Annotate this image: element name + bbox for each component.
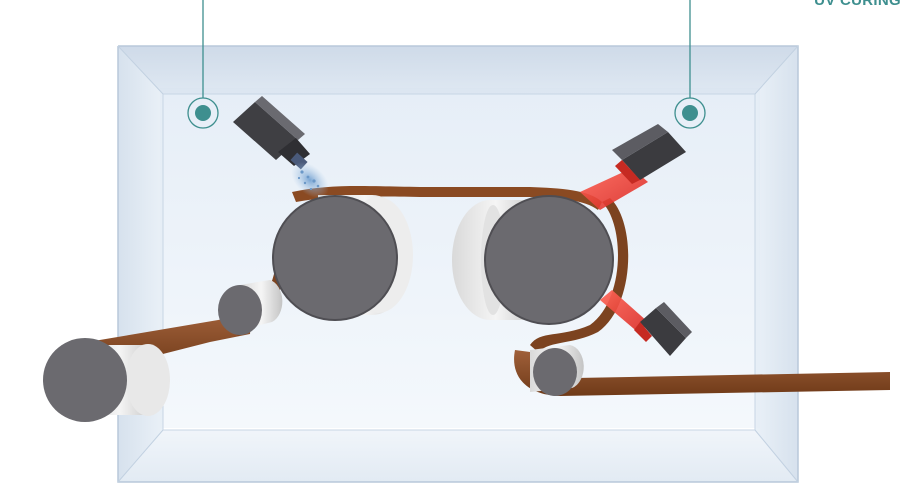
roller-face — [272, 195, 398, 321]
uv-lamp-body — [622, 132, 686, 180]
uv-beam-lower — [600, 290, 648, 334]
roller-feed — [43, 338, 170, 422]
chamber-floor — [118, 430, 798, 482]
web-top-span — [292, 186, 602, 210]
callout-left — [187, 0, 219, 129]
spray-nozzle-unit — [233, 96, 329, 199]
uv-curing-label: UV CURING — [814, 0, 901, 9]
chamber-left-wall — [118, 46, 163, 482]
roller-face — [533, 348, 577, 396]
circle-marker-icon — [674, 97, 706, 129]
roller-main-left — [272, 195, 413, 321]
roller-main-right — [452, 195, 614, 325]
chamber-right-wall — [755, 46, 798, 482]
circle-marker-dot — [195, 105, 211, 121]
web-exit-strip — [514, 350, 890, 396]
uv-lamp-body — [640, 308, 686, 356]
roller-small-right — [530, 345, 584, 396]
callout-right — [674, 0, 706, 129]
web-wrap-right — [530, 198, 629, 352]
circle-marker-icon — [187, 97, 219, 129]
uv-lamp-lower — [600, 290, 692, 356]
spray-mist — [291, 161, 329, 199]
chamber-top-wall — [118, 46, 798, 94]
uv-lamp-upper — [580, 124, 686, 210]
roller-face — [43, 338, 127, 422]
roller-face — [484, 195, 614, 325]
roller-face — [218, 285, 262, 335]
spray-head-body — [233, 102, 298, 160]
circle-marker-dot — [682, 105, 698, 121]
roller-small-left — [218, 280, 283, 335]
